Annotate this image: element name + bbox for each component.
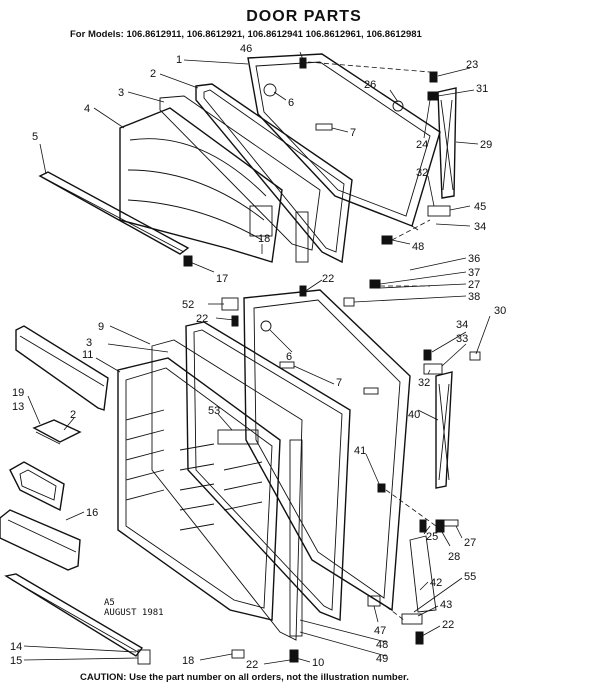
callout-34: 34 xyxy=(474,221,486,233)
callout-28: 28 xyxy=(448,551,460,563)
callout-55: 55 xyxy=(464,571,476,583)
callout-27-lower: 27 xyxy=(464,537,476,549)
callout-17: 17 xyxy=(216,273,228,285)
lower-hinge-and-parts xyxy=(221,279,481,663)
callout-11: 11 xyxy=(82,349,93,361)
callout-2: 2 xyxy=(150,68,156,80)
callout-29: 29 xyxy=(480,139,492,151)
callout-27-upper: 27 xyxy=(468,279,480,291)
callout-36: 36 xyxy=(468,253,480,265)
callout-46: 46 xyxy=(240,43,252,55)
callout-1: 1 xyxy=(176,54,182,66)
callout-6-lower: 6 xyxy=(286,351,292,363)
bottom-trim-strip xyxy=(4,573,151,665)
callout-53: 53 xyxy=(208,405,220,417)
callout-43: 43 xyxy=(440,599,452,611)
upper-door-breaker-strip xyxy=(159,95,321,251)
callout-49: 49 xyxy=(376,653,388,665)
callout-24: 24 xyxy=(416,139,428,151)
callout-6: 6 xyxy=(288,97,294,109)
upper-shelf-rail xyxy=(38,171,190,255)
callout-22-bottom: 22 xyxy=(246,659,258,671)
callout-18-lower: 18 xyxy=(182,655,194,667)
callout-37: 37 xyxy=(468,267,480,279)
callout-3: 3 xyxy=(118,87,124,99)
callout-26: 26 xyxy=(364,79,376,91)
callout-47: 47 xyxy=(374,625,386,637)
revision-code: A5 xyxy=(104,598,115,608)
callout-31: 31 xyxy=(476,83,488,95)
callout-7-lower: 7 xyxy=(336,377,342,389)
callout-33: 33 xyxy=(456,333,468,345)
callout-41: 41 xyxy=(354,445,366,457)
callout-34-lower: 34 xyxy=(456,319,468,331)
callout-42: 42 xyxy=(430,577,442,589)
callout-9: 9 xyxy=(98,321,104,333)
model-list: For Models: 106.8612911, 106.8612921, 10… xyxy=(70,29,422,40)
callout-labels: 1 2 3 4 5 46 6 7 26 23 31 24 29 32 45 34… xyxy=(10,43,506,671)
callout-48: 48 xyxy=(412,241,424,253)
callout-32-lower: 32 xyxy=(418,377,430,389)
revision-date: AUGUST 1981 xyxy=(104,608,164,618)
callout-52: 52 xyxy=(182,299,194,311)
callout-7: 7 xyxy=(350,127,356,139)
lower-door-liner xyxy=(117,357,281,621)
callout-22-mid: 22 xyxy=(196,313,208,325)
callout-22-upper: 22 xyxy=(322,273,334,285)
callout-3-lower: 3 xyxy=(86,337,92,349)
callout-18: 18 xyxy=(258,233,270,245)
upper-door-outer-panel xyxy=(247,53,441,231)
callout-48-lower: 48 xyxy=(376,639,388,651)
callout-10: 10 xyxy=(312,657,324,669)
callout-4: 4 xyxy=(84,103,90,115)
callout-40: 40 xyxy=(408,409,420,421)
callout-25: 25 xyxy=(426,531,438,543)
callout-16: 16 xyxy=(86,507,98,519)
lower-door-breaker-strip xyxy=(151,339,303,641)
callout-23: 23 xyxy=(466,59,478,71)
callout-45: 45 xyxy=(474,201,486,213)
liner-shelf-ribs xyxy=(125,409,263,531)
callout-19: 19 xyxy=(12,387,24,399)
page-title: DOOR PARTS xyxy=(246,8,362,25)
callout-15: 15 xyxy=(10,655,22,667)
lower-door-gasket xyxy=(185,321,351,622)
callout-5: 5 xyxy=(32,131,38,143)
upper-door-gasket xyxy=(195,83,353,264)
butter-dish xyxy=(32,419,82,445)
lower-door-outer-panel xyxy=(243,289,411,612)
callout-22-right: 22 xyxy=(442,619,454,631)
caution-note: CAUTION: Use the part number on all orde… xyxy=(80,672,409,683)
door-shelf-bin xyxy=(0,509,81,571)
callout-2-lower: 2 xyxy=(70,409,76,421)
upper-hinge-and-parts xyxy=(183,57,457,267)
dairy-compartment-door xyxy=(15,325,109,411)
callout-13: 13 xyxy=(12,401,24,413)
callout-38: 38 xyxy=(468,291,480,303)
callout-14: 14 xyxy=(10,641,22,653)
egg-tray xyxy=(9,461,65,512)
leader-lines xyxy=(23,51,491,665)
callout-30: 30 xyxy=(494,305,506,317)
callout-32: 32 xyxy=(416,167,428,179)
